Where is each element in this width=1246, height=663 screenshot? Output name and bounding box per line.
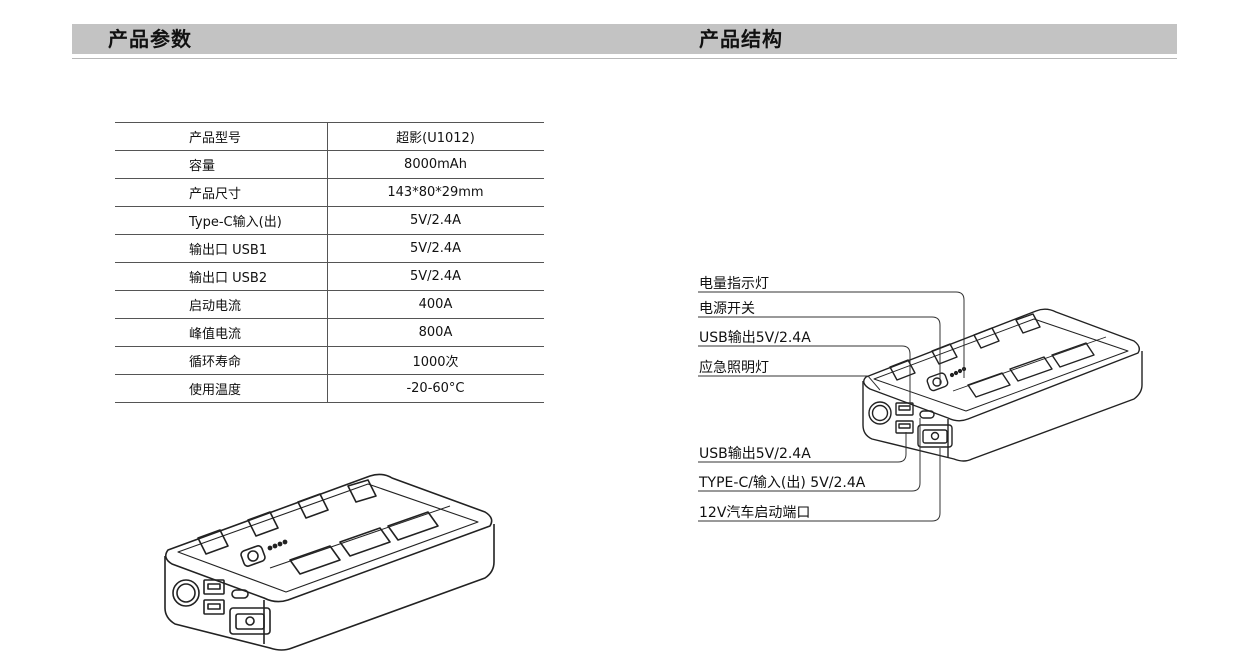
power-bank-drawing-left <box>164 473 495 651</box>
spec-value: 5V/2.4A <box>327 206 544 235</box>
table-row: Type-C输入(出)5V/2.4A <box>115 206 544 235</box>
callout-power-switch: 电源开关 <box>699 301 755 317</box>
spec-label: 产品型号 <box>115 122 328 151</box>
spec-label: 容量 <box>115 150 328 179</box>
spec-label: 输出口 USB2 <box>115 262 328 291</box>
spec-value: 5V/2.4A <box>327 262 544 291</box>
spec-label: 输出口 USB1 <box>115 234 328 263</box>
table-row: 使用温度-20-60°C <box>115 374 544 403</box>
spec-label: 启动电流 <box>115 290 328 319</box>
spec-value: 8000mAh <box>327 150 544 179</box>
callout-usb-output-2: USB输出5V/2.4A <box>699 446 811 462</box>
spec-value: 1000次 <box>327 346 544 375</box>
spec-label: Type-C输入(出) <box>115 206 328 235</box>
spec-label: 产品尺寸 <box>115 178 328 207</box>
callout-typec-port: TYPE-C/输入(出) 5V/2.4A <box>699 475 866 491</box>
callout-car-start-port: 12V汽车启动端口 <box>699 505 811 521</box>
spec-label: 峰值电流 <box>115 318 328 347</box>
power-bank-drawing-right <box>862 308 1143 462</box>
callout-usb-output-1: USB输出5V/2.4A <box>699 330 811 346</box>
table-row: 产品型号超影(U1012) <box>115 122 544 151</box>
spec-value: 400A <box>327 290 544 319</box>
structure-section-title: 产品结构 <box>699 27 783 51</box>
spec-value: 143*80*29mm <box>327 178 544 207</box>
callout-battery-indicator: 电量指示灯 <box>699 276 769 292</box>
params-section-title: 产品参数 <box>108 27 192 51</box>
spec-value: 800A <box>327 318 544 347</box>
callout-emergency-light: 应急照明灯 <box>699 360 769 376</box>
spec-value: 超影(U1012) <box>327 122 544 151</box>
spec-label: 使用温度 <box>115 374 328 403</box>
spec-value: 5V/2.4A <box>327 234 544 263</box>
spec-value: -20-60°C <box>327 374 544 403</box>
spec-label: 循环寿命 <box>115 346 328 375</box>
header-bar <box>72 24 1177 54</box>
header-divider <box>72 58 1177 59</box>
